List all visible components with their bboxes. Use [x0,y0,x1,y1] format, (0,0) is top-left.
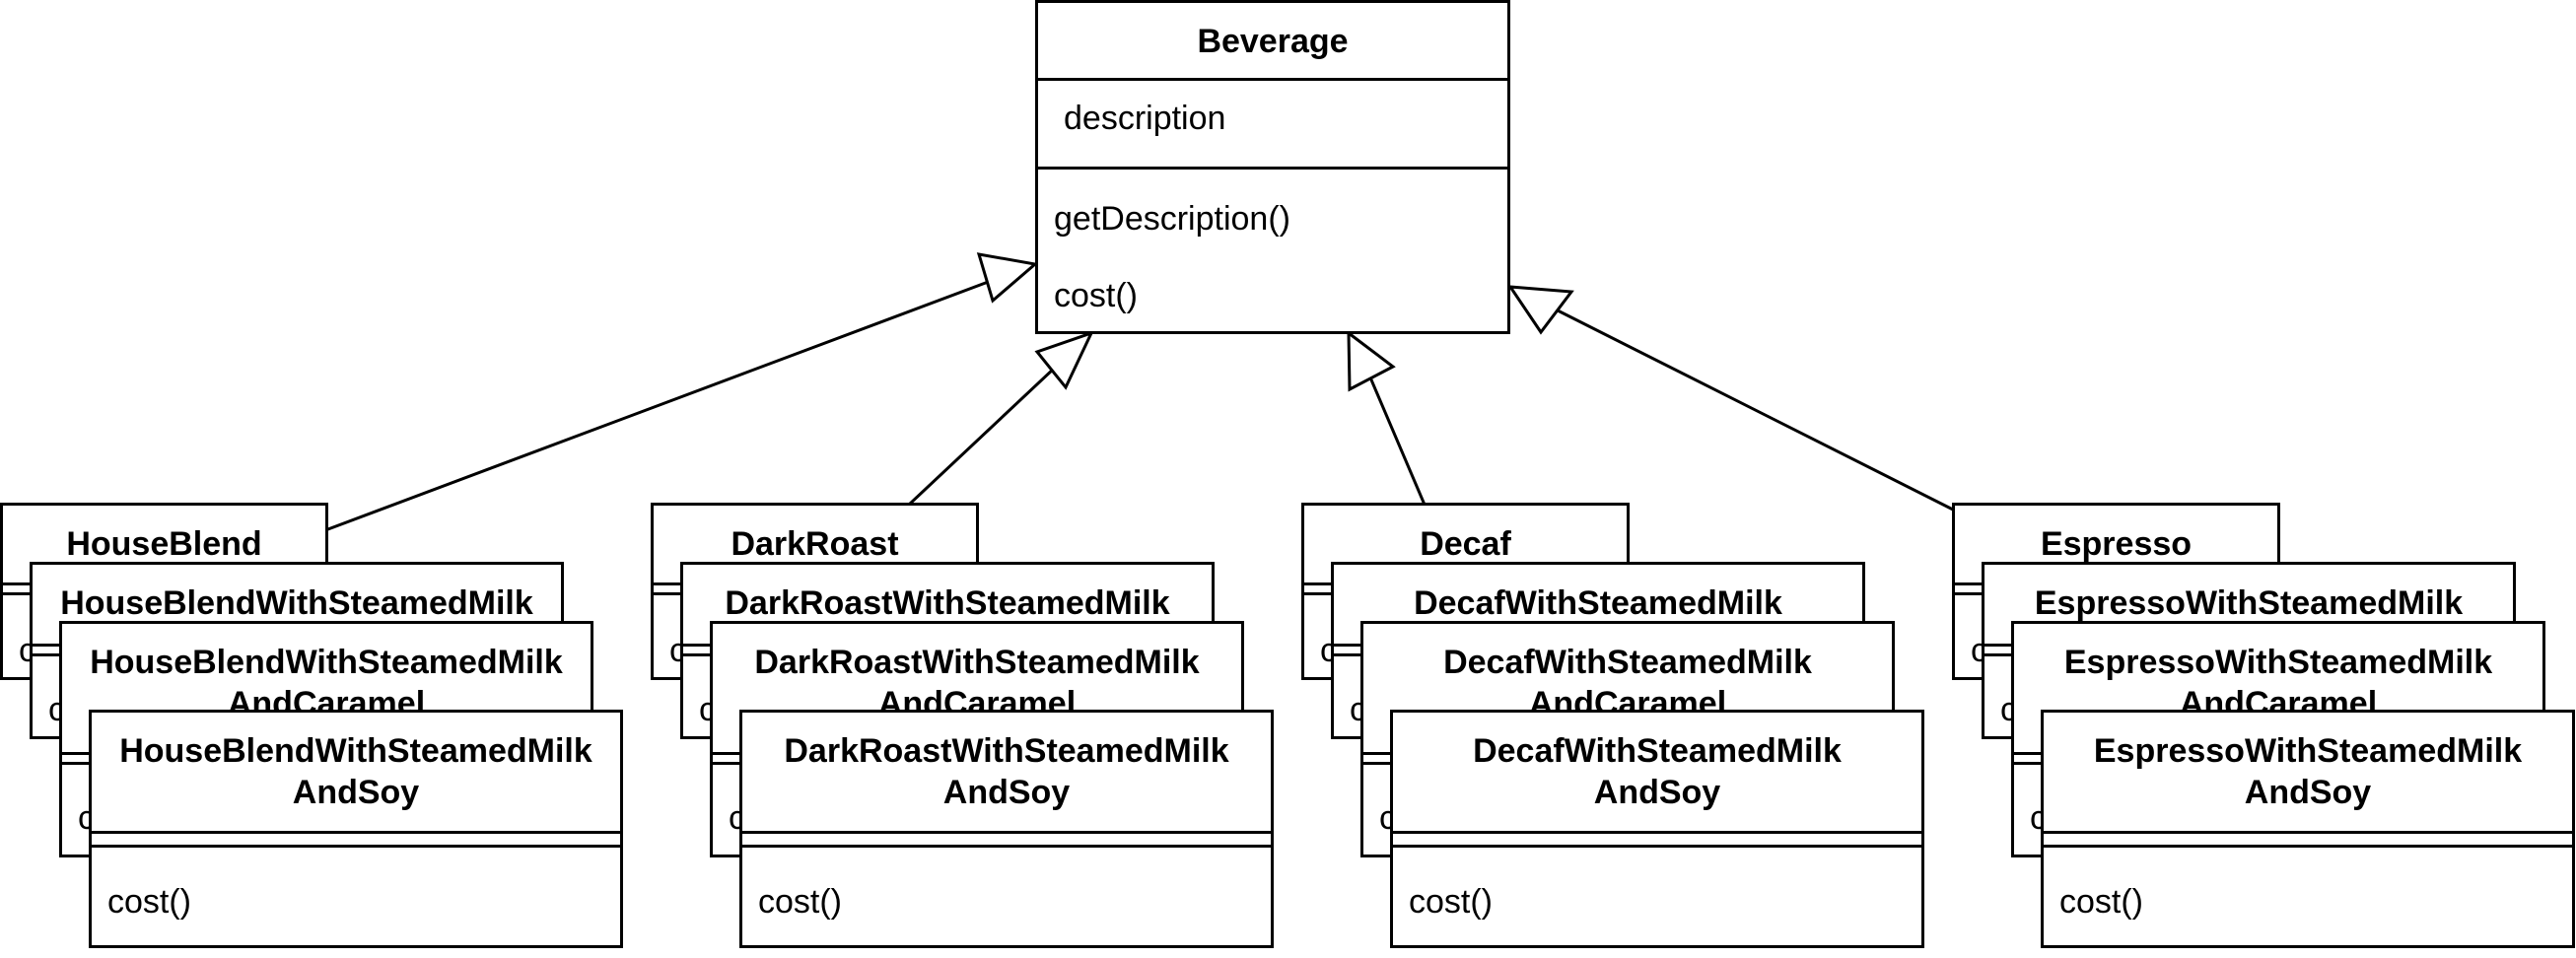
class-name: DarkRoastWithSteamedMilk [725,584,1170,622]
methods-divider [92,845,620,848]
espresso-steamedmilk-soy-class[interactable]: EspressoWithSteamedMilk AndSoy cost() [2041,710,2575,948]
inheritance-arrowhead-houseblend [976,252,1039,304]
attributes-divider [1393,831,1921,834]
inheritance-arrowhead-espresso [1507,285,1574,335]
class-name: Espresso [2040,525,2193,563]
class-name: Decaf [1420,525,1511,563]
beverage-class[interactable]: Beverage description getDescription() co… [1035,0,1510,334]
class-name: DarkRoastWithSteamedMilk AndSoy [784,732,1229,811]
inheritance-arrowhead-decaf [1347,329,1396,392]
method-cost: cost() [107,883,191,921]
method-cost: cost() [1054,277,1138,314]
methods-divider [1393,845,1921,848]
class-name: HouseBlendWithSteamedMilk [60,584,533,622]
methods-divider [742,845,1271,848]
inheritance-line-darkroast [907,366,1057,507]
class-name: EspressoWithSteamedMilk AndSoy [2093,732,2523,811]
inheritance-line-houseblend [324,279,992,532]
attributes-divider [1038,78,1507,81]
method-cost: cost() [1409,883,1493,921]
class-name: Beverage [1197,23,1349,60]
darkroast-steamedmilk-soy-class[interactable]: DarkRoastWithSteamedMilk AndSoy cost() [739,710,1274,948]
method-cost: cost() [758,883,842,921]
method-cost: cost() [2059,883,2143,921]
class-name: HouseBlendWithSteamedMilk AndSoy [119,732,592,811]
methods-divider [2044,845,2572,848]
attributes-divider [742,831,1271,834]
decaf-steamedmilk-soy-class[interactable]: DecafWithSteamedMilk AndSoy cost() [1390,710,1924,948]
attributes-divider [92,831,620,834]
inheritance-arrowhead-darkroast [1034,330,1094,390]
class-name: EspressoWithSteamedMilk AndCaramel [2063,644,2493,722]
class-name: DarkRoast [731,525,899,563]
class-name: DecafWithSteamedMilk [1414,584,1782,622]
attributes-divider [2044,831,2572,834]
inheritance-line-espresso [1553,307,1956,513]
method-getdescription: getDescription() [1054,200,1290,238]
houseblend-steamedmilk-soy-class[interactable]: HouseBlendWithSteamedMilk AndSoy cost() [89,710,623,948]
methods-divider [1038,167,1507,170]
inheritance-line-decaf [1365,370,1427,506]
class-name: DecafWithSteamedMilk AndSoy [1473,732,1842,811]
class-name: EspressoWithSteamedMilk [2034,584,2464,622]
attribute-description: description [1064,100,1226,137]
class-name: HouseBlend [66,525,262,563]
